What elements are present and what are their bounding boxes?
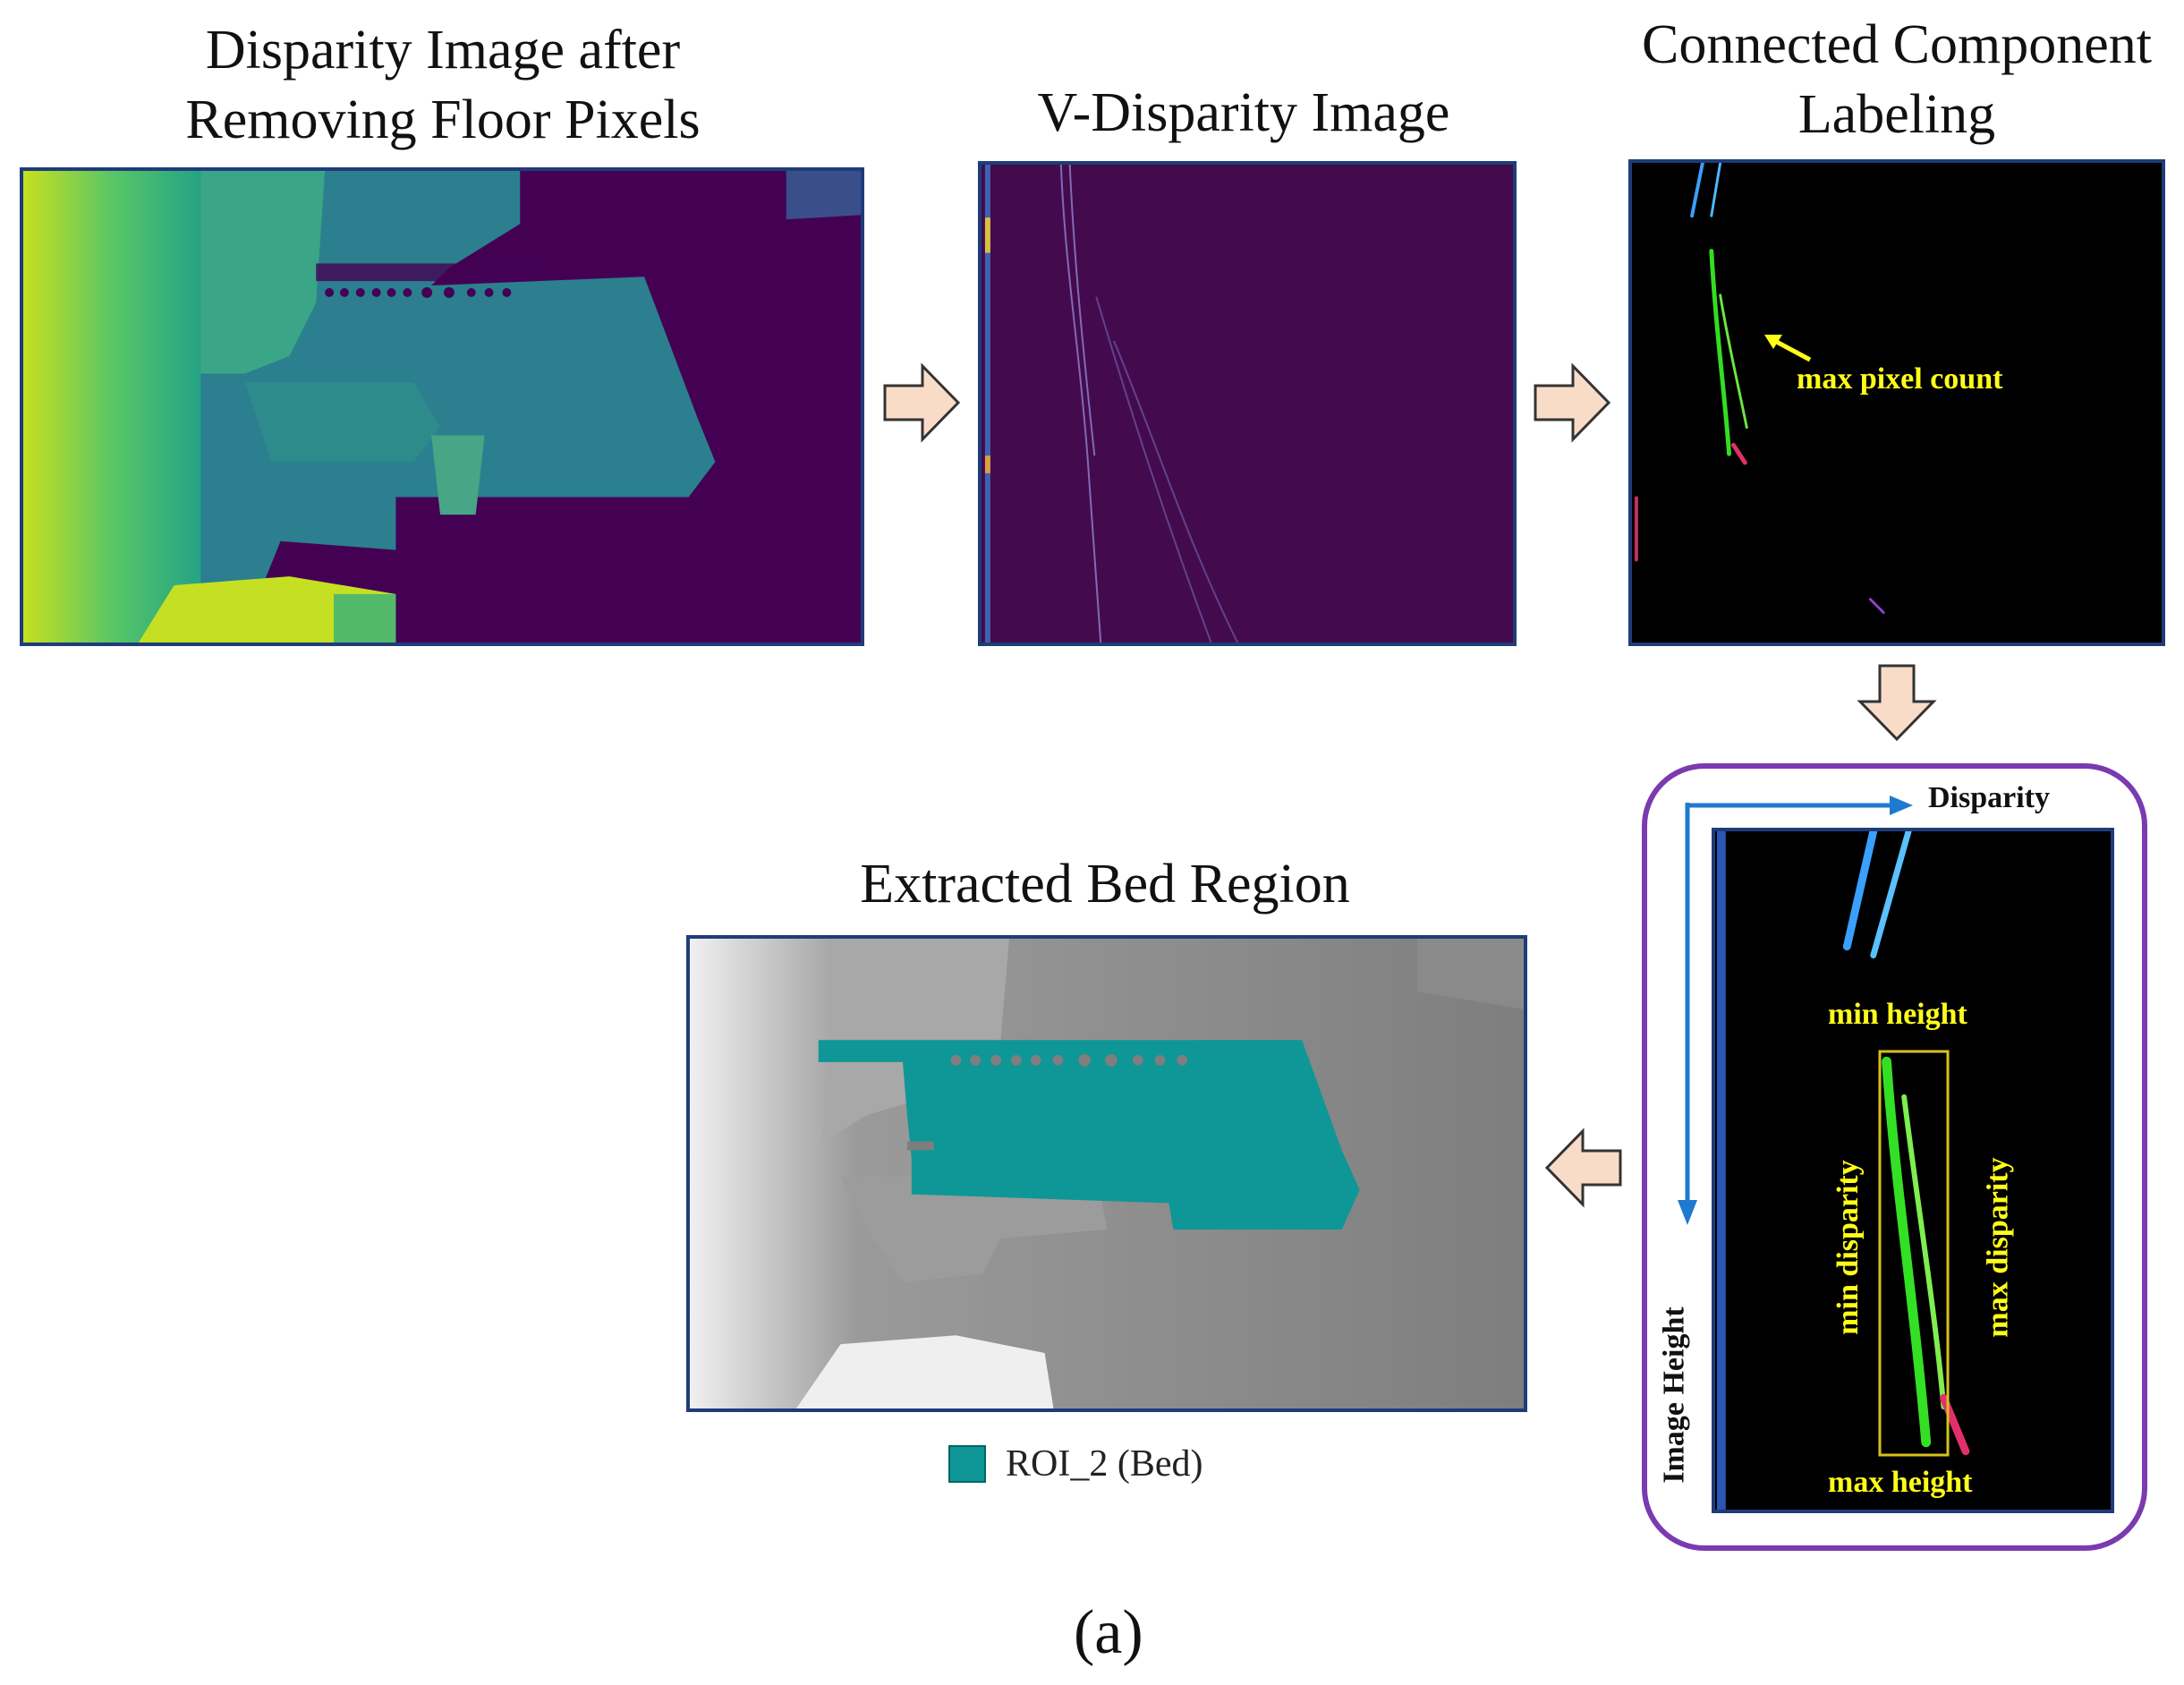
max-height-label: max height	[1828, 1466, 1973, 1499]
bed-region-panel	[686, 935, 1527, 1412]
max-pixel-pointer-arrow	[1764, 335, 1812, 362]
ccl-title: Connected Component Labeling	[1610, 11, 2183, 149]
ccl-image-panel	[1628, 159, 2165, 646]
min-height-label: min height	[1828, 998, 1967, 1031]
min-disparity-label: min disparity	[1831, 1160, 1865, 1335]
vdisparity-title: V-Disparity Image	[1037, 82, 1450, 143]
legend-swatch	[948, 1445, 986, 1483]
image-height-axis-arrow	[1678, 803, 1697, 1225]
ccl-zoom-panel	[1712, 828, 2114, 1513]
arrow-right-2	[1534, 362, 1611, 443]
max-disparity-label: max disparity	[1981, 1157, 2015, 1338]
disparity-title-line2: Removing Floor Pixels	[185, 89, 701, 150]
arrow-left	[1544, 1128, 1622, 1208]
max-pixel-count-label: max pixel count	[1797, 362, 2003, 396]
disparity-axis-label: Disparity	[1928, 781, 2050, 814]
ccl-title-line1: Connected Component	[1642, 14, 2152, 75]
bed-region-image	[690, 939, 1524, 1408]
arrow-down	[1857, 664, 1937, 742]
disparity-title: Disparity Image after Removing Floor Pix…	[116, 16, 769, 155]
ccl-zoom-image	[1715, 831, 2111, 1510]
legend-label: ROI_2 (Bed)	[1006, 1443, 1203, 1485]
arrow-right-1	[883, 362, 961, 443]
disparity-axis-arrow	[1686, 796, 1913, 815]
disparity-image	[23, 171, 861, 643]
bed-title: Extracted Bed Region	[860, 854, 1350, 915]
disparity-image-panel	[20, 167, 864, 646]
ccl-detail-frame	[1642, 763, 2147, 1551]
image-height-axis-label: Image Height	[1657, 1306, 1691, 1484]
vdisparity-image	[982, 165, 1513, 643]
bounding-box	[1878, 1050, 1950, 1457]
legend: ROI_2 (Bed)	[948, 1442, 1202, 1485]
disparity-title-line1: Disparity Image after	[205, 20, 681, 81]
ccl-image	[1632, 163, 2162, 643]
vdisparity-image-panel	[978, 161, 1517, 646]
ccl-title-line2: Labeling	[1797, 83, 1996, 145]
figure-caption: (a)	[1074, 1598, 1143, 1667]
bed-roi-mask	[818, 1040, 1360, 1230]
